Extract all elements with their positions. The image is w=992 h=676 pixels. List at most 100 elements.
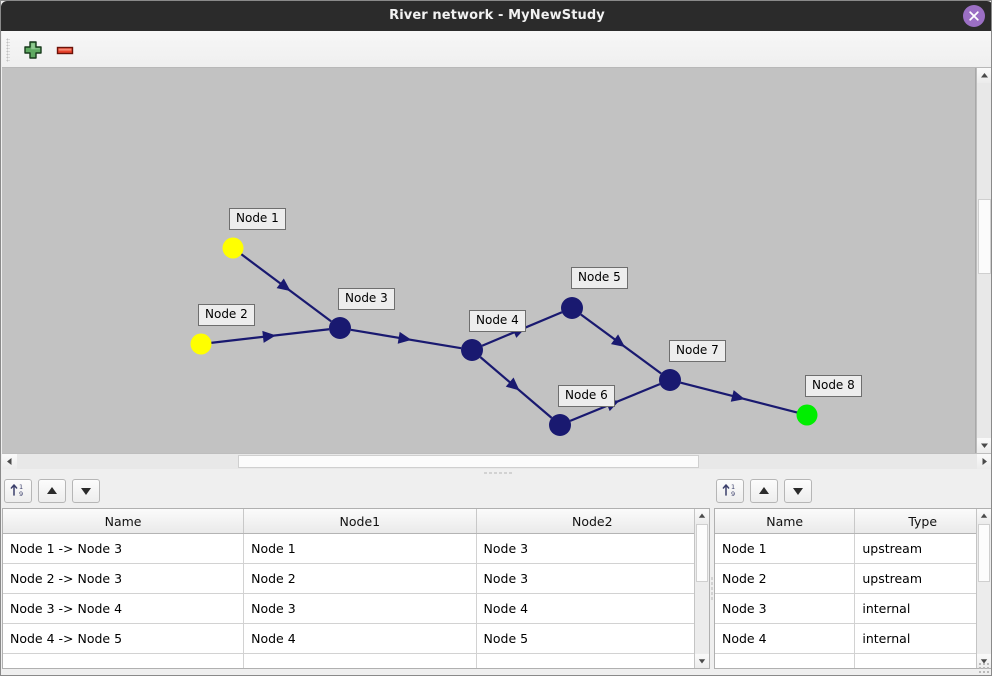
graph-node-node3[interactable] [329,317,351,339]
vertical-splitter[interactable] [710,508,714,669]
reaches-move-down-button[interactable] [72,479,100,503]
nodes-table-cell[interactable]: upstream [854,563,991,594]
nodes-table-cell[interactable]: Node 4 [715,623,856,654]
main-toolbar [2,31,991,68]
nodes-table-cell[interactable]: Node 1 [715,533,856,564]
scroll-up-icon[interactable] [977,68,991,83]
reaches-table-column-header[interactable]: Node1 [243,509,477,534]
graph-node-node4[interactable] [461,339,483,361]
reaches-table-cell[interactable]: Node 4 [476,593,709,624]
diagram-vscroll-thumb[interactable] [978,199,991,274]
edge-arrow-icon [262,330,276,343]
reaches-table-cell[interactable]: Node 3 -> Node 4 [3,593,245,624]
svg-text:9: 9 [731,490,735,498]
graph-node-node5[interactable] [561,297,583,319]
graph-node-label-node6[interactable]: Node 6 [558,385,615,407]
remove-node-icon[interactable] [54,39,76,61]
network-diagram-canvas[interactable]: Node 1 Node 2 Node 3 Node 4 Node 5 Node 6 Node… [2,68,976,453]
graph-node-label-node3[interactable]: Node 3 [338,288,395,310]
diagram-vertical-scrollbar[interactable] [976,68,991,453]
graph-node-node6[interactable] [549,414,571,436]
scroll-right-icon[interactable] [977,454,991,469]
add-node-icon[interactable] [22,39,44,61]
nodes-table-empty-cell[interactable] [715,653,856,668]
reaches-sort-button[interactable]: 1 9 [4,479,32,503]
nodes-table-cell[interactable]: Node 3 [715,593,856,624]
reaches-table-empty-row[interactable] [3,653,709,668]
window-resize-grip[interactable] [978,662,990,674]
reaches-scroll-down-icon[interactable] [695,654,709,668]
reaches-vertical-scrollbar[interactable] [694,509,709,668]
nodes-sort-button[interactable]: 1 9 [716,479,744,503]
reaches-move-up-button[interactable] [38,479,66,503]
nodes-table-empty-row[interactable] [715,653,991,668]
panel-splitter-grip [711,576,713,602]
graph-node-label-node2[interactable]: Node 2 [198,304,255,326]
reaches-table-column-header[interactable]: Node2 [476,509,709,534]
reaches-table-cell[interactable]: Node 2 -> Node 3 [3,563,245,594]
reaches-vscroll-thumb[interactable] [696,524,708,582]
nodes-table-column-header[interactable]: Name [715,509,856,534]
graph-node-node7[interactable] [659,369,681,391]
nodes-table-cell[interactable]: upstream [854,533,991,564]
graph-node-label-node4[interactable]: Node 4 [469,310,526,332]
reaches-table-cell[interactable]: Node 4 -> Node 5 [3,623,245,654]
nodes-table-empty-cell[interactable] [854,653,991,668]
graph-node-node2[interactable] [190,333,212,355]
nodes-vertical-scrollbar[interactable] [976,509,991,668]
network-diagram-pane: Node 1 Node 2 Node 3 Node 4 Node 5 Node 6 Node… [2,68,991,453]
reaches-table-cell[interactable]: Node 3 [476,533,709,564]
nodes-table-column-header[interactable]: Type [854,509,991,534]
close-icon[interactable] [963,5,985,27]
diagram-hscroll-thumb[interactable] [238,455,699,468]
nodes-table-cell[interactable]: internal [854,593,991,624]
graph-node-label-node8[interactable]: Node 8 [805,375,862,397]
reaches-table-cell[interactable]: Node 3 [243,593,477,624]
nodes-move-down-button[interactable] [784,479,812,503]
reaches-table-column-header[interactable]: Name [3,509,245,534]
reaches-table-empty-cell[interactable] [476,653,709,668]
svg-text:1: 1 [731,483,735,491]
nodes-move-up-button[interactable] [750,479,778,503]
horizontal-splitter[interactable] [2,469,991,477]
toolbar-drag-handle[interactable] [6,38,10,62]
diagram-horizontal-scrollbar[interactable] [2,453,991,469]
reaches-table-empty-cell[interactable] [243,653,477,668]
graph-node-label-node7[interactable]: Node 7 [669,340,726,362]
graph-node-node1[interactable] [222,237,244,259]
reaches-table-cell[interactable]: Node 1 -> Node 3 [3,533,245,564]
reaches-table-cell[interactable]: Node 5 [476,623,709,654]
nodes-table-cell[interactable]: internal [854,623,991,654]
reaches-table-cell[interactable]: Node 4 [243,623,477,654]
reaches-table-cell[interactable]: Node 3 [476,563,709,594]
nodes-table-cell[interactable]: Node 2 [715,563,856,594]
scroll-down-icon[interactable] [977,438,991,453]
nodes-vscroll-thumb[interactable] [978,524,990,582]
edge-arrow-icon [505,377,520,391]
reaches-table-cell[interactable]: Node 1 [243,533,477,564]
reaches-table-empty-cell[interactable] [3,653,245,668]
reaches-scroll-up-icon[interactable] [695,509,709,523]
graph-node-label-node1[interactable]: Node 1 [229,208,286,230]
scroll-left-icon[interactable] [2,454,17,469]
svg-text:1: 1 [19,483,23,491]
graph-node-node8[interactable] [796,404,818,426]
reaches-table-cell[interactable]: Node 2 [243,563,477,594]
nodes-scroll-up-icon[interactable] [977,509,991,523]
graph-node-label-node5[interactable]: Node 5 [571,267,628,289]
